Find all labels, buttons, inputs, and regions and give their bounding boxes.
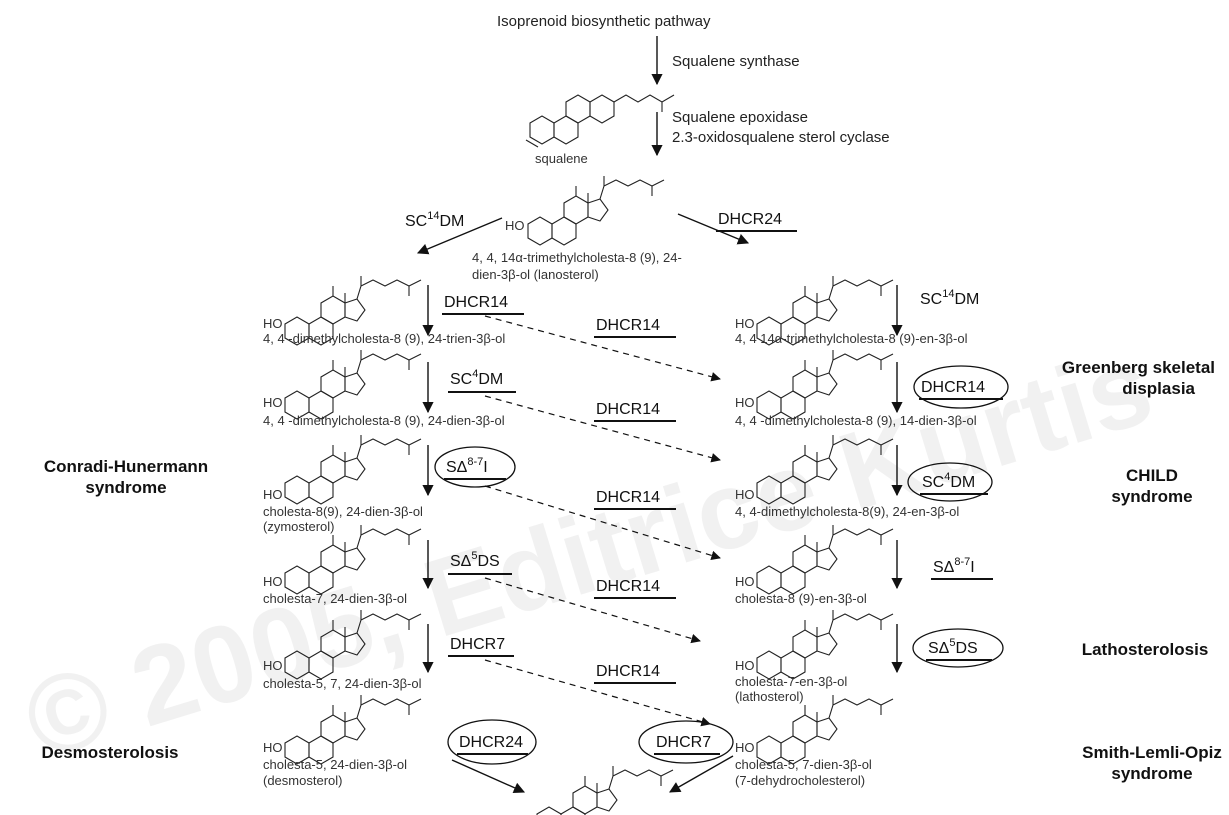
ho-label: HO [505,218,525,233]
arrow-to-cholesterol-right [669,755,734,793]
right-2-label: 4, 4 -dimethylcholesta-8 (9), 14-dien-3β… [735,413,977,428]
ho-label: HO [735,487,755,502]
right-4-label: cholesta-8 (9)-en-3β-ol [735,591,867,606]
step-epoxidase: Squalene epoxidase [672,109,808,126]
watermark: © 2005, Editrice Kurtis [11,323,1165,782]
dashed-arrow-dhcr14-3 [484,485,721,561]
left-6-label-name: (desmosterol) [263,773,342,788]
enzyme-sd87i-right: SΔ8-7I [933,556,975,576]
disease-greenberg-line2: displasia [1122,379,1195,398]
right-5-label-name: (lathosterol) [735,689,804,704]
enzyme-sc4dm-right: SC4DM [922,471,975,491]
desmosterol-structure [284,694,422,765]
enzyme-dhcr24-bottom: DHCR24 [459,734,523,751]
enzyme-dhcr24-top: DHCR24 [718,211,782,228]
dashed-arrow-dhcr14-5 [484,659,711,727]
ho-label: HO [735,740,755,755]
arrow-to-cholesterol-left [451,759,526,794]
enzyme-circle-sc4dm [907,462,993,502]
cholesterol-structure [536,765,674,815]
ho-label: HO [735,316,755,331]
ho-label: HO [263,487,283,502]
disease-slo-line1: Smith-Lemli-Opiz [1082,743,1222,762]
lanosterol-label-line2: dien-3β-ol (lanosterol) [472,267,599,282]
enzyme-sc14dm-left: SC14DM [405,210,464,230]
ho-label: HO [735,395,755,410]
ho-label: HO [263,574,283,589]
left-2-structure [284,349,422,420]
disease-conradi-line1: Conradi-Hunermann [44,457,208,476]
disease-child-line1: CHILD [1126,466,1178,485]
right-1-label: 4, 4 14α-trimethylcholesta-8 (9)-en-3β-o… [735,331,968,346]
ho-label: HO [735,658,755,673]
enzyme-sc14dm-right: SC14DM [920,288,979,308]
dashed-arrow-dhcr14-4 [484,577,701,644]
squalene-label: squalene [535,151,588,166]
enzyme-dhcr14-left: DHCR14 [444,294,508,311]
disease-slo-line2: syndrome [1111,764,1192,783]
ho-label: HO [263,658,283,673]
ho-label: HO [263,395,283,410]
enzyme-circle-sd87i [434,446,516,488]
arrow-branch-right [677,213,750,245]
dashed-arrow-dhcr14-2 [484,395,721,463]
ho-label: HO [263,740,283,755]
lanosterol-structure [527,175,665,246]
ho-label: HO [263,316,283,331]
enzyme-dhcr7-left: DHCR7 [450,636,505,653]
right-6-label-name: (7-dehydrocholesterol) [735,773,865,788]
lathosterol-structure [756,609,894,680]
enzyme-dhcr7-right: DHCR7 [656,734,711,751]
pathway-title: Isoprenoid biosynthetic pathway [497,13,711,30]
enzyme-circle-sd5ds [912,628,1004,668]
left-2-label: 4, 4 -dimethylcholesta-8 (9), 24-dien-3β… [263,413,505,428]
step-squalene-synthase: Squalene synthase [672,53,800,70]
enzyme-circle-dhcr24 [447,719,537,765]
step-cyclase: 2.3-oxidosqualene sterol cyclase [672,129,890,146]
dashed-arrow-dhcr14-1 [484,315,721,382]
right-5-label: cholesta-7-en-3β-ol [735,674,847,689]
left-4-label: cholesta-7, 24-dien-3β-ol [263,591,407,606]
left-1-label: 4, 4 -dimethylcholesta-8 (9), 24-trien-3… [263,331,505,346]
enzyme-dhcr14-right: DHCR14 [921,379,985,396]
enzyme-circle-dhcr14 [913,365,1009,409]
left-6-label: cholesta-5, 24-dien-3β-ol [263,757,407,772]
enzyme-dhcr14-cross-2: DHCR14 [596,401,660,418]
enzyme-dhcr14-cross-3: DHCR14 [596,489,660,506]
lanosterol-label-line1: 4, 4, 14α-trimethylcholesta-8 (9), 24- [472,250,682,265]
right-6-label: cholesta-5, 7-dien-3β-ol [735,757,872,772]
enzyme-dhcr14-cross-1: DHCR14 [596,317,660,334]
enzyme-dhcr14-cross-5: DHCR14 [596,663,660,680]
ho-label: HO [735,574,755,589]
disease-desmosterolosis: Desmosterolosis [42,743,179,762]
enzyme-sd5ds-left: SΔ5DS [450,550,500,570]
enzyme-sd5ds-right: SΔ5DS [928,637,978,657]
left-3-label-name: (zymosterol) [263,519,335,534]
disease-conradi-line2: syndrome [85,478,166,497]
enzyme-dhcr14-cross-4: DHCR14 [596,578,660,595]
disease-greenberg-line1: Greenberg skeletal [1062,358,1215,377]
arrow-branch-left [416,217,503,255]
left-3-label: cholesta-8(9), 24-dien-3β-ol [263,504,423,519]
left-5-label: cholesta-5, 7, 24-dien-3β-ol [263,676,422,691]
disease-lathosterolosis: Lathosterolosis [1082,640,1209,659]
dehydrocholesterol-structure [756,694,894,765]
enzyme-sd87i-left: SΔ8-7I [446,456,488,476]
enzyme-circle-dhcr7 [638,720,734,764]
right-3-label: 4, 4-dimethylcholesta-8(9), 24-en-3β-ol [735,504,959,519]
enzyme-sc4dm-left: SC4DM [450,368,503,388]
zymosterol-structure [284,434,422,505]
disease-child-line2: syndrome [1111,487,1192,506]
squalene-structure [525,94,675,148]
